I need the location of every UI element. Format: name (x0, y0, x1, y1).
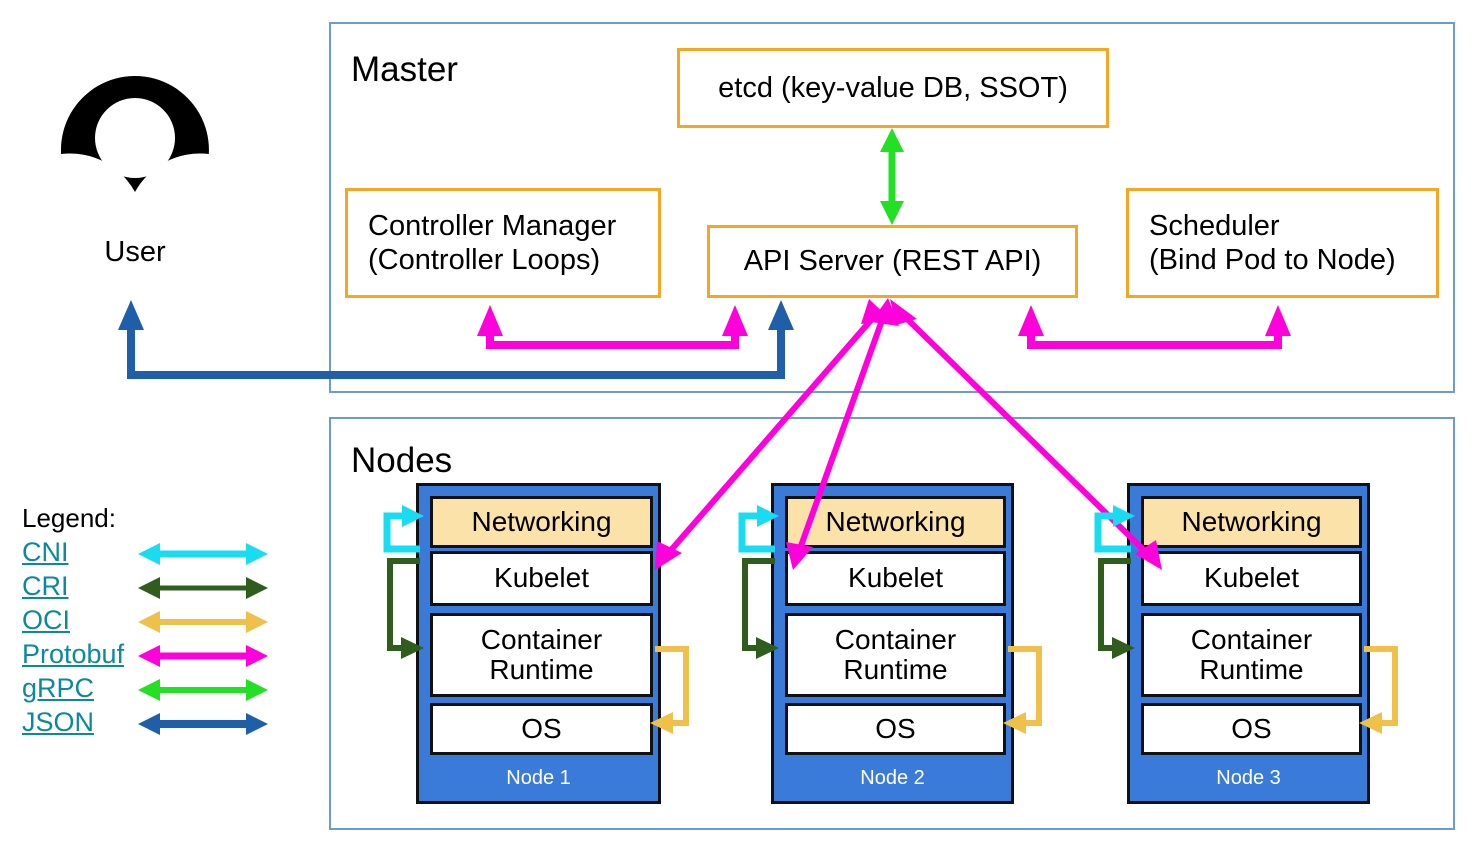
node-card-2[interactable]: Networking Kubelet Container Runtime OS … (771, 483, 1014, 804)
legend-row-protobuf[interactable]: Protobuf (22, 640, 272, 673)
node-1-kubelet-label: Kubelet (494, 562, 589, 594)
api-server-box[interactable]: API Server (REST API) (707, 225, 1078, 298)
node-2-name: Node 2 (860, 767, 925, 789)
legend-label-oci[interactable]: OCI (22, 605, 71, 635)
node-3-kubelet-layer[interactable]: Kubelet (1141, 551, 1362, 606)
user-avatar-icon (60, 76, 209, 228)
legend-label-protobuf[interactable]: Protobuf (22, 639, 125, 669)
legend-arrow-json-icon (138, 713, 268, 735)
node-3-kubelet-label: Kubelet (1204, 562, 1299, 594)
etcd-box[interactable]: etcd (key-value DB, SSOT) (677, 48, 1109, 128)
legend-label-cri[interactable]: CRI (22, 571, 69, 601)
api-server-label: API Server (REST API) (743, 245, 1042, 278)
node-1-name: Node 1 (506, 767, 571, 789)
legend-row-cni[interactable]: CNI (22, 538, 272, 571)
user-caption: User (104, 236, 166, 268)
legend-label-cni[interactable]: CNI (22, 537, 69, 567)
etcd-label: etcd (key-value DB, SSOT) (718, 71, 1068, 104)
node-2-os-layer[interactable]: OS (785, 703, 1006, 755)
node-3-os-label: OS (1231, 712, 1272, 744)
legend-row-oci[interactable]: OCI (22, 606, 272, 639)
nodes-group-box (329, 417, 1455, 830)
node-1-kubelet-layer[interactable]: Kubelet (430, 551, 653, 606)
node-1-networking-label: Networking (471, 505, 612, 537)
node-1-os-label: OS (521, 712, 562, 744)
node-3-networking-layer[interactable]: Networking (1141, 496, 1362, 548)
node-1-container-runtime-label: Container Runtime (480, 623, 603, 685)
nodes-group-title: Nodes (351, 441, 453, 480)
legend-label-json[interactable]: JSON (22, 707, 95, 737)
controller-manager-label: Controller Manager (Controller Loops) (368, 209, 617, 276)
node-1-container-runtime-layer[interactable]: Container Runtime (430, 613, 653, 697)
node-card-1[interactable]: Networking Kubelet Container Runtime OS … (416, 483, 661, 804)
node-1-os-layer[interactable]: OS (430, 703, 653, 755)
master-group-box (329, 22, 1455, 393)
node-2-kubelet-layer[interactable]: Kubelet (785, 551, 1006, 606)
node-2-container-runtime-layer[interactable]: Container Runtime (785, 613, 1006, 697)
legend-arrow-cri-icon (138, 577, 268, 599)
legend-arrow-cni-icon (138, 543, 268, 565)
scheduler-box[interactable]: Scheduler (Bind Pod to Node) (1126, 188, 1439, 298)
legend-title: Legend: (22, 503, 116, 533)
legend-label-grpc[interactable]: gRPC (22, 673, 95, 703)
node-2-networking-layer[interactable]: Networking (785, 496, 1006, 548)
node-card-3[interactable]: Networking Kubelet Container Runtime OS … (1127, 483, 1370, 804)
legend-arrow-grpc-icon (138, 679, 268, 701)
legend-arrow-oci-icon (138, 611, 268, 633)
legend-row-grpc[interactable]: gRPC (22, 674, 272, 707)
node-3-container-runtime-label: Container Runtime (1190, 623, 1313, 685)
master-group-title: Master (351, 50, 458, 89)
node-2-networking-label: Networking (825, 505, 966, 537)
scheduler-label: Scheduler (Bind Pod to Node) (1149, 209, 1396, 276)
node-3-container-runtime-layer[interactable]: Container Runtime (1141, 613, 1362, 697)
node-3-name: Node 3 (1216, 767, 1281, 789)
controller-manager-box[interactable]: Controller Manager (Controller Loops) (345, 188, 661, 298)
node-3-networking-label: Networking (1181, 505, 1322, 537)
node-2-container-runtime-label: Container Runtime (834, 623, 957, 685)
node-3-os-layer[interactable]: OS (1141, 703, 1362, 755)
legend-arrow-protobuf-icon (138, 645, 268, 667)
node-2-kubelet-label: Kubelet (848, 562, 943, 594)
legend-row-cri[interactable]: CRI (22, 572, 272, 605)
legend: Legend: CNI CRI OCI (22, 503, 282, 736)
node-2-os-label: OS (875, 712, 916, 744)
user-block: User (55, 70, 215, 285)
legend-row-json[interactable]: JSON (22, 708, 272, 741)
node-1-networking-layer[interactable]: Networking (430, 496, 653, 548)
